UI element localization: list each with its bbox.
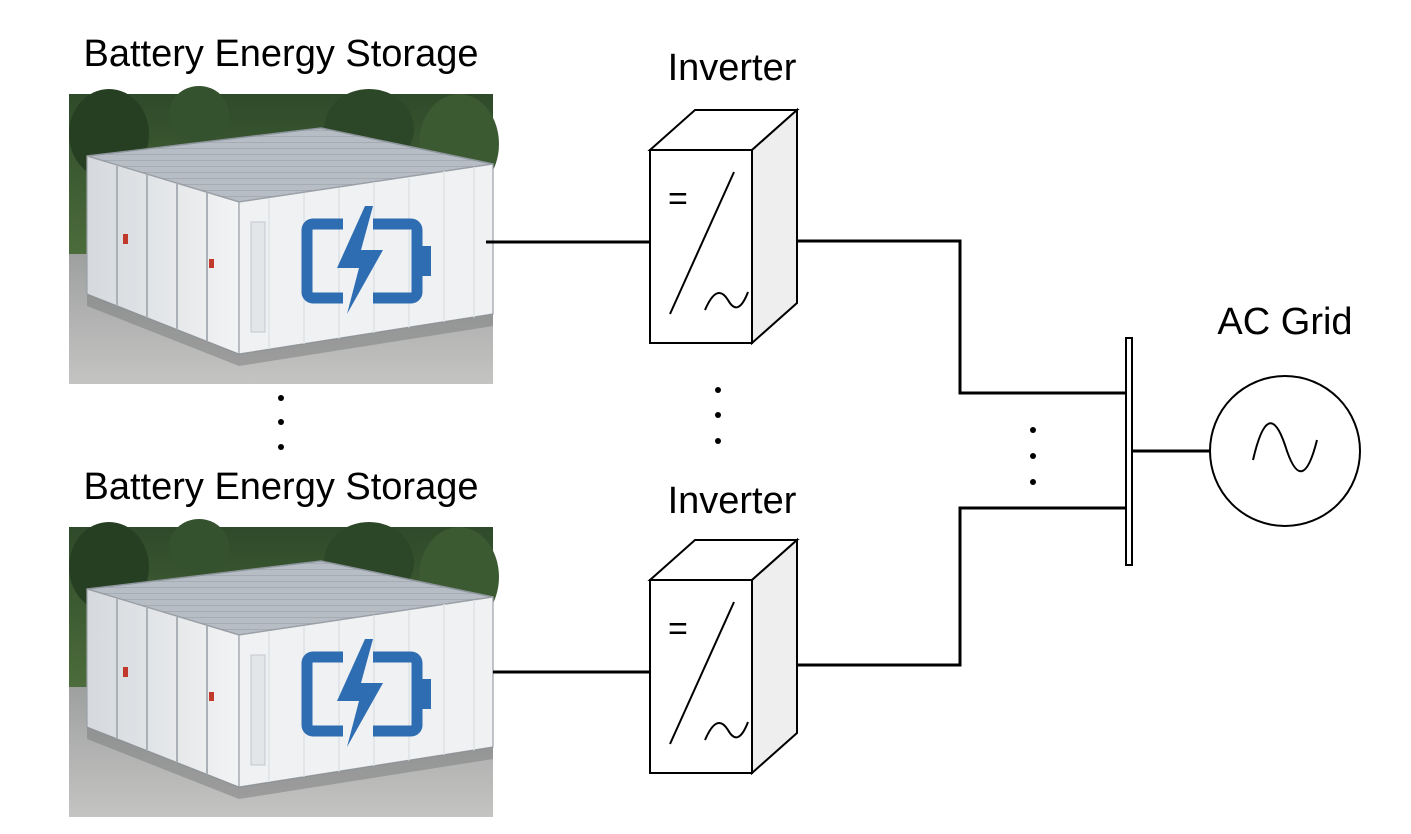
ac-feeder-1 — [795, 239, 1126, 395]
inverter-2: = — [649, 539, 798, 774]
battery-storage-photo-1 — [68, 85, 500, 385]
sine-wave-icon — [1252, 422, 1318, 473]
ac-feeder-2 — [795, 506, 1126, 667]
ac-grid-source — [1209, 375, 1361, 527]
ellipsis-inverters — [715, 387, 721, 444]
ac-grid-label: AC Grid — [1217, 301, 1352, 343]
ac-wave-icon — [704, 291, 749, 311]
ac-wave-icon — [704, 721, 749, 741]
storage-label-1: Battery Energy Storage — [84, 33, 479, 75]
ac-bus-bar — [1125, 337, 1133, 566]
inverter-label-2: Inverter — [668, 480, 797, 522]
battery-charging-icon — [301, 206, 431, 314]
storage-label-2: Battery Energy Storage — [84, 466, 479, 508]
dc-symbol: = — [668, 180, 688, 218]
ellipsis-feeders — [1030, 427, 1036, 485]
ellipsis-storage — [278, 395, 284, 450]
inverter-label-1: Inverter — [668, 47, 797, 89]
battery-storage-photo-2 — [68, 518, 500, 818]
battery-charging-icon — [301, 639, 431, 747]
inverter-1: = — [649, 109, 798, 344]
dc-symbol: = — [668, 610, 688, 648]
